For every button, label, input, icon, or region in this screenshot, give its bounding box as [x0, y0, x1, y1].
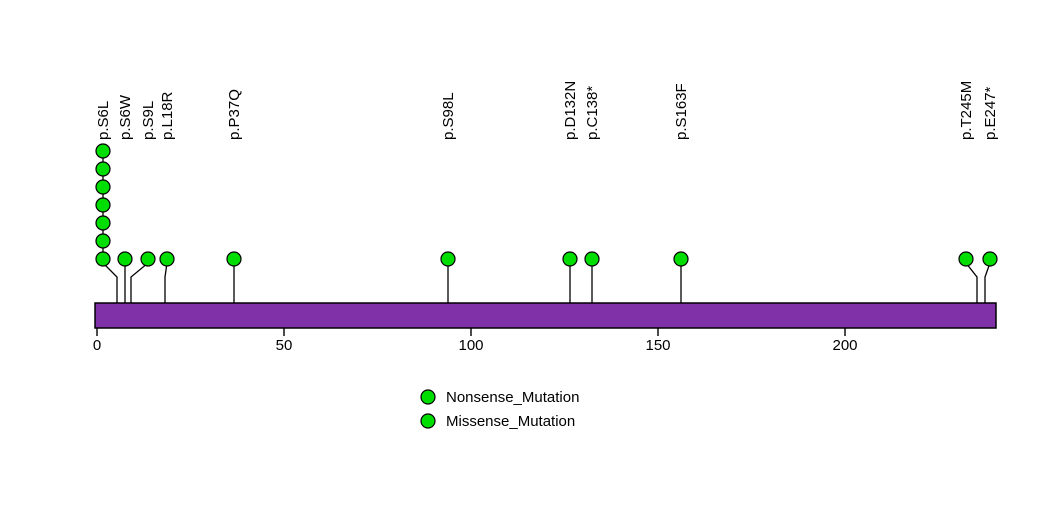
axis-tick-label: 50	[276, 337, 293, 354]
mutation-marker[interactable]	[117, 251, 133, 267]
mutation-label: p.C138*	[584, 86, 601, 140]
mutation-marker[interactable]	[95, 251, 111, 267]
mutation-label: p.D132N	[562, 81, 579, 140]
lollipop-markers	[95, 143, 998, 267]
mutation-label: p.S6W	[117, 94, 134, 140]
mutation-label: p.L18R	[159, 91, 176, 140]
mutation-marker[interactable]	[95, 215, 111, 231]
mutation-marker[interactable]	[95, 161, 111, 177]
lollipop-stems	[102, 149, 991, 303]
protein-bar	[94, 302, 997, 329]
mutation-marker[interactable]	[95, 143, 111, 159]
axis-tick-label: 0	[93, 337, 101, 354]
mutation-marker[interactable]	[140, 251, 156, 267]
mutation-label: p.E247*	[982, 86, 999, 140]
mutation-marker[interactable]	[159, 251, 175, 267]
mutation-marker[interactable]	[226, 251, 242, 267]
mutation-label: p.S163F	[673, 83, 690, 140]
legend-marker[interactable]	[420, 413, 436, 429]
mutation-marker[interactable]	[95, 179, 111, 195]
mutation-marker[interactable]	[673, 251, 689, 267]
axis-tick-label: 200	[832, 337, 857, 354]
mutation-marker[interactable]	[95, 233, 111, 249]
legend-label: Missense_Mutation	[446, 413, 575, 430]
axis-tick-label: 100	[458, 337, 483, 354]
mutation-label: p.T245M	[958, 81, 975, 140]
x-axis: 0 50 100 150 200	[93, 328, 858, 354]
mutation-marker[interactable]	[562, 251, 578, 267]
protein-bar-group	[94, 302, 997, 329]
mutation-label: p.P37Q	[226, 89, 243, 140]
legend-marker[interactable]	[420, 389, 436, 405]
mutation-marker[interactable]	[584, 251, 600, 267]
axis-tick-label: 150	[645, 337, 670, 354]
legend-label: Nonsense_Mutation	[446, 389, 579, 406]
mutation-marker[interactable]	[95, 197, 111, 213]
mutation-marker[interactable]	[982, 251, 998, 267]
mutation-label: p.S98L	[440, 92, 457, 140]
mutation-label: p.S9L	[140, 101, 157, 140]
mutation-marker[interactable]	[958, 251, 974, 267]
mutation-label: p.S6L	[95, 101, 112, 140]
mutation-marker[interactable]	[440, 251, 456, 267]
